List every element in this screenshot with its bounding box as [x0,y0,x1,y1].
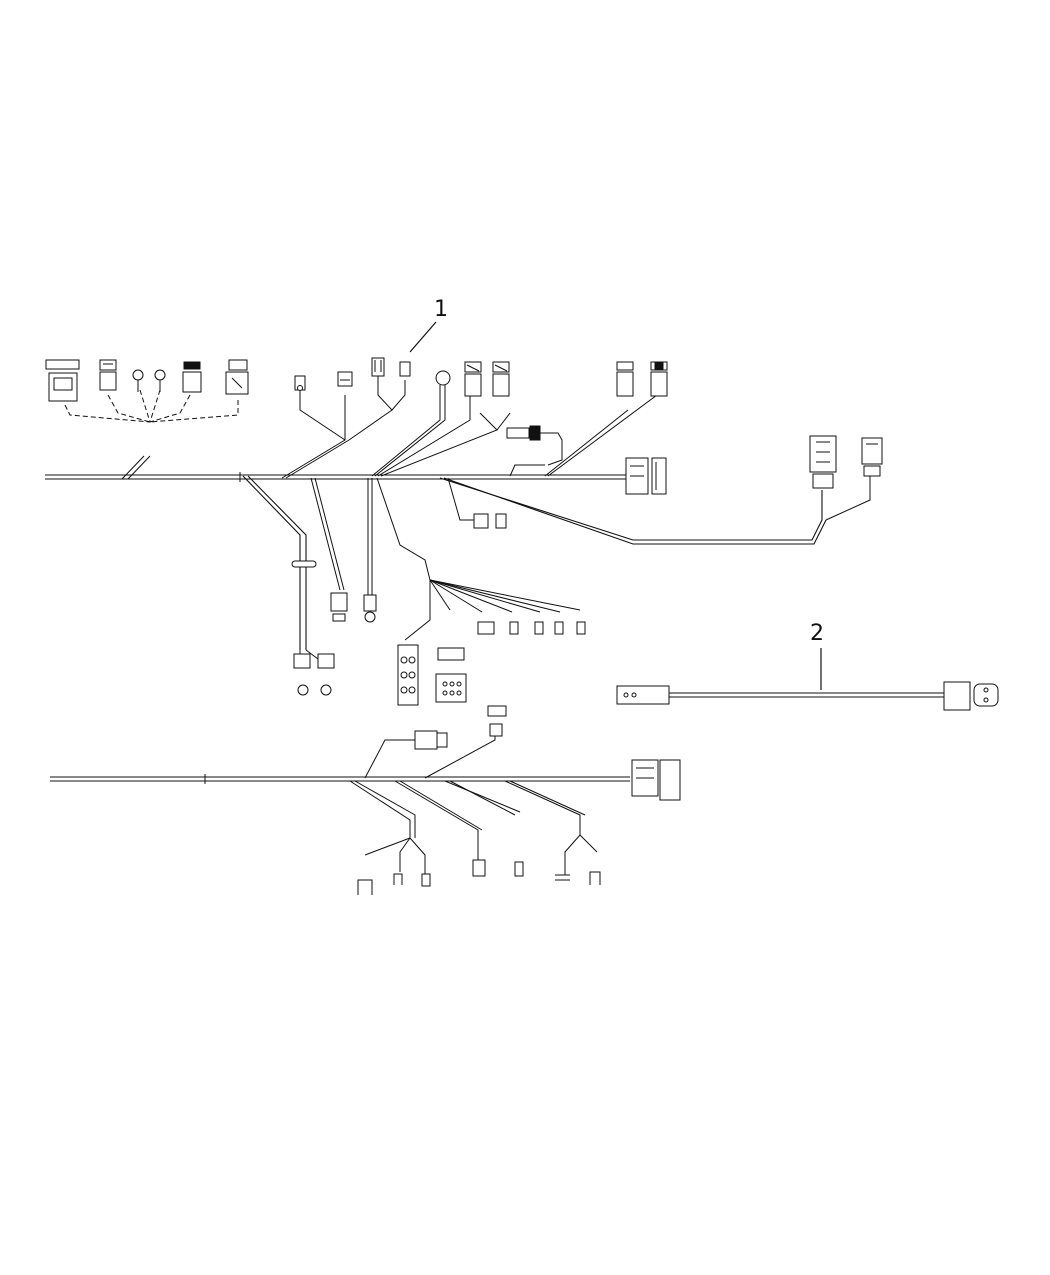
connector-g [371,357,385,377]
connector-w [472,859,486,877]
connector-i [464,361,482,397]
multi-pin-connector-b [435,647,467,703]
ring-terminal-d [363,594,377,623]
connector-n [625,457,667,495]
lower-terminals [357,861,601,895]
connector-u [487,705,507,737]
connector-f [337,371,353,387]
connector-j [492,361,510,397]
callout-1[interactable]: 1 [409,297,448,353]
main-harness [45,357,883,706]
connector-h [399,361,411,377]
connector-d [225,359,249,395]
connector-a [45,359,80,402]
inline-connector-k [506,425,563,466]
callout-1-leader [409,321,437,353]
connector-c [182,361,202,393]
connector-m [650,361,668,397]
terminal-fan [477,621,586,635]
connector-p [861,437,883,477]
ring-terminal-c [435,370,451,386]
callout-2[interactable]: 2 [810,621,824,690]
connector-l [616,361,634,397]
connector-e [294,375,306,391]
connector-q [473,513,507,529]
connector-v [631,759,681,801]
multi-pin-connector-a [397,644,419,706]
ring-terminal-a [132,369,144,392]
ring-terminal-b [154,369,166,392]
grommet [291,560,317,568]
callout-1-number: 1 [434,297,448,322]
connector-t [414,730,448,750]
connector-r [293,653,335,696]
connector-o [809,435,837,489]
cable-item-2 [616,681,999,711]
callout-2-number: 2 [810,621,824,646]
lower-harness [50,705,681,895]
connector-s [330,592,348,622]
connector-b [99,359,117,391]
